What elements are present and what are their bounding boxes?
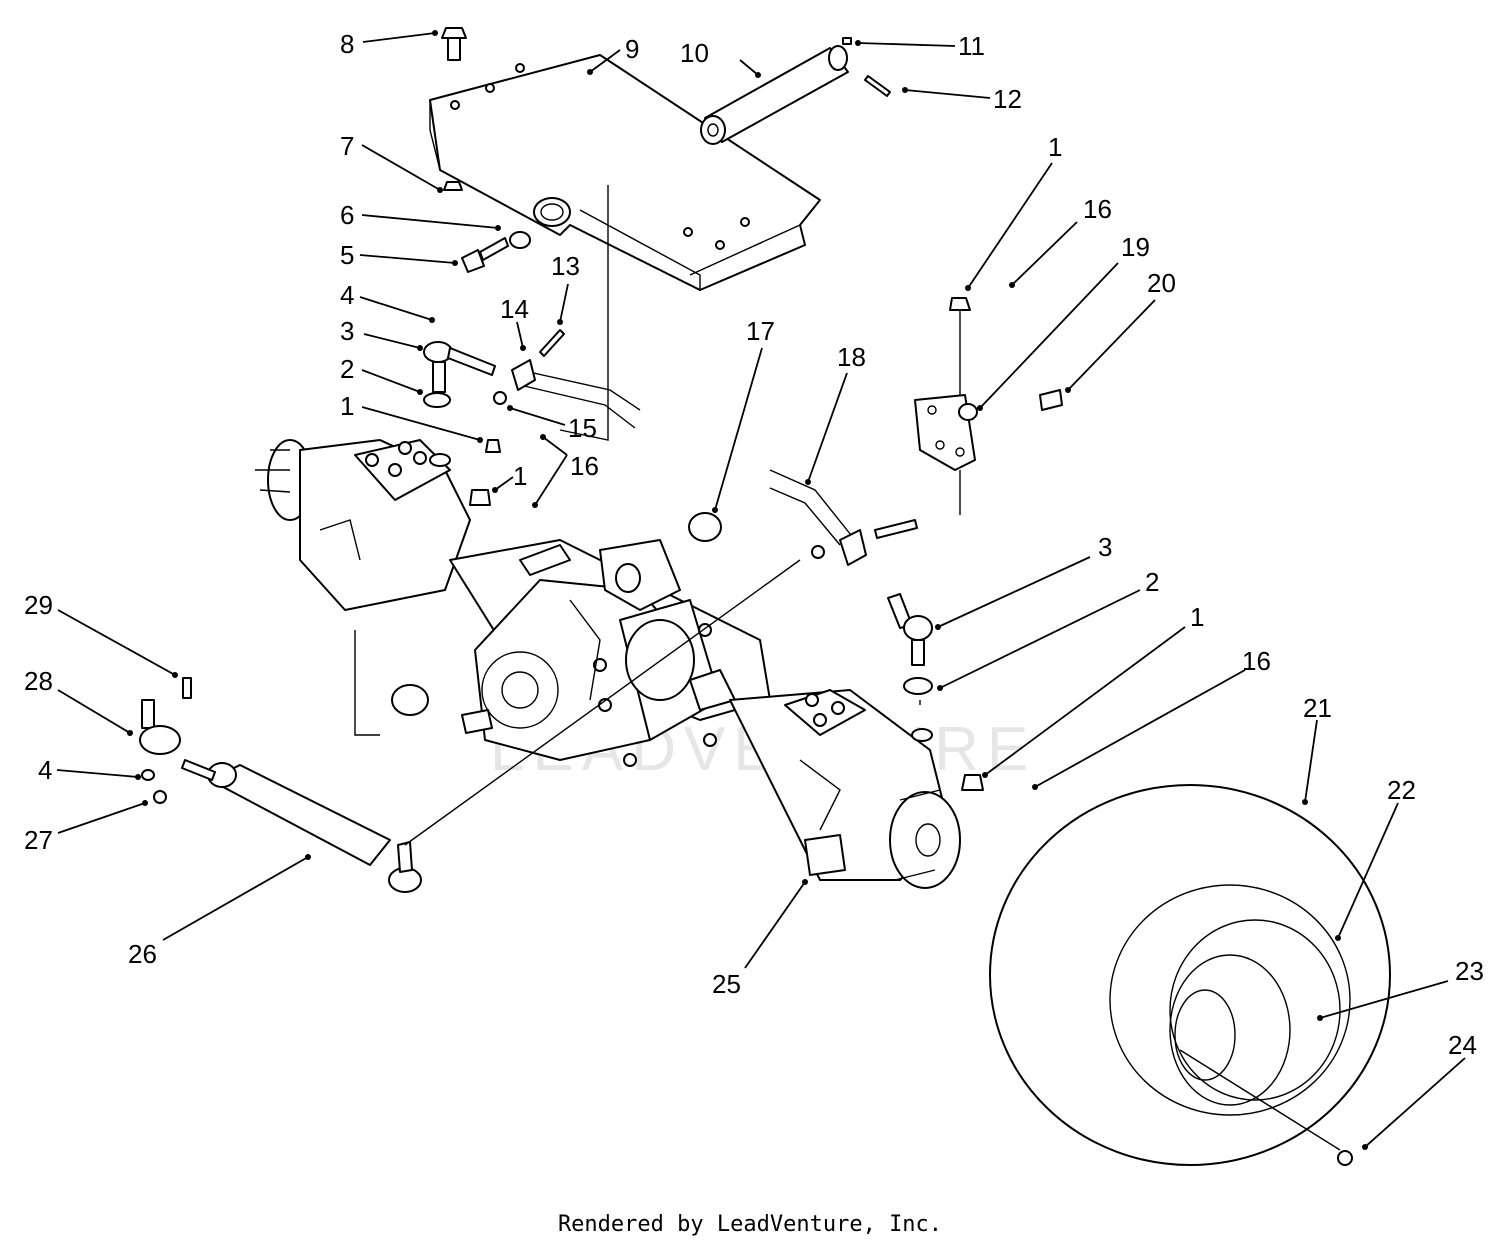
bushing-lower bbox=[391, 684, 429, 716]
bushing-17 bbox=[688, 512, 722, 542]
callout-8: 8 bbox=[340, 29, 354, 59]
castle-nut-upper bbox=[485, 439, 501, 453]
left-spindle-housing bbox=[255, 439, 471, 611]
drag-link bbox=[769, 469, 856, 541]
callout-4: 4 bbox=[38, 755, 52, 785]
tie-rod-clamp bbox=[511, 359, 536, 391]
footer-credit: Rendered by LeadVenture, Inc. bbox=[557, 1212, 943, 1237]
leader-dots bbox=[127, 30, 1368, 1150]
callout-14: 14 bbox=[500, 294, 529, 324]
lock-nut bbox=[443, 181, 463, 191]
callout-16: 16 bbox=[570, 451, 599, 481]
tie-rod-end-right bbox=[887, 593, 933, 695]
callout-11: 11 bbox=[958, 31, 985, 61]
drag-link-nut bbox=[811, 545, 825, 559]
leader-lines bbox=[56, 32, 1466, 1148]
drag-link-bolt bbox=[874, 519, 918, 539]
castle-nut-right-lower bbox=[961, 774, 984, 791]
callout-3: 3 bbox=[340, 316, 354, 346]
callout-16: 16 bbox=[1083, 194, 1112, 224]
bolt-8 bbox=[441, 27, 467, 61]
clamp-nut bbox=[493, 391, 507, 405]
callout-1: 1 bbox=[513, 461, 527, 491]
castle-nut-right-upper bbox=[949, 297, 971, 311]
callout-15: 15 bbox=[568, 413, 597, 443]
pivot-bolt bbox=[461, 237, 509, 273]
callout-24: 24 bbox=[1448, 1030, 1477, 1060]
callout-10: 10 bbox=[680, 38, 709, 68]
callout-13: 13 bbox=[551, 251, 580, 281]
callout-12: 12 bbox=[993, 84, 1022, 114]
callout-18: 18 bbox=[837, 342, 866, 372]
right-spindle-housing bbox=[729, 689, 961, 889]
steering-arm bbox=[914, 300, 978, 515]
callout-17: 17 bbox=[746, 316, 775, 346]
callout-1: 1 bbox=[340, 391, 354, 421]
roll-pin bbox=[864, 75, 891, 97]
castle-nut-lower bbox=[469, 489, 491, 506]
callout-labels: 8 9 10 11 12 7 6 5 13 4 14 3 2 15 1 16 1… bbox=[24, 29, 1484, 1060]
callout-20: 20 bbox=[1147, 268, 1176, 298]
grease-fitting bbox=[842, 37, 852, 45]
steering-cylinder bbox=[181, 759, 422, 893]
callout-26: 26 bbox=[128, 939, 157, 969]
cylinder-ball-joint bbox=[139, 677, 192, 804]
callout-19: 19 bbox=[1121, 232, 1150, 262]
callout-27: 27 bbox=[24, 825, 53, 855]
pivot-pin bbox=[700, 45, 849, 145]
callout-9: 9 bbox=[625, 34, 639, 64]
callout-2: 2 bbox=[340, 354, 354, 384]
wheel-assembly bbox=[989, 784, 1391, 1166]
washer bbox=[509, 231, 531, 249]
drag-link-clamp bbox=[839, 529, 867, 566]
tie-rod-end-left bbox=[423, 341, 496, 408]
grease-fitting-20 bbox=[1039, 389, 1063, 411]
clamp-bolt bbox=[539, 329, 565, 357]
callout-1: 1 bbox=[1190, 602, 1204, 632]
callout-1: 1 bbox=[1048, 132, 1062, 162]
callout-25: 25 bbox=[712, 969, 741, 999]
callout-28: 28 bbox=[24, 666, 53, 696]
callout-22: 22 bbox=[1387, 775, 1416, 805]
tie-rod bbox=[519, 369, 641, 411]
callout-29: 29 bbox=[24, 590, 53, 620]
callout-21: 21 bbox=[1303, 693, 1332, 723]
callout-6: 6 bbox=[340, 200, 354, 230]
callout-23: 23 bbox=[1455, 956, 1484, 986]
callout-4: 4 bbox=[340, 280, 354, 310]
callout-2: 2 bbox=[1145, 567, 1159, 597]
callout-7: 7 bbox=[340, 131, 354, 161]
callout-3: 3 bbox=[1098, 532, 1112, 562]
callout-5: 5 bbox=[340, 240, 354, 270]
callout-16: 16 bbox=[1242, 646, 1271, 676]
